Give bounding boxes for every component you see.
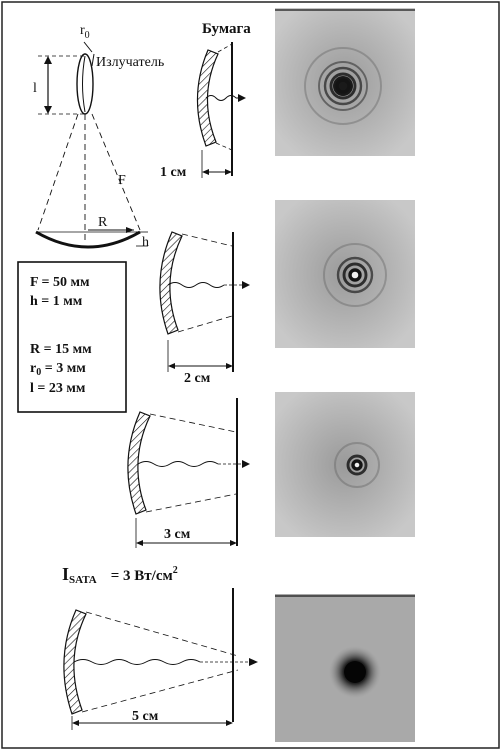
distance-label-4: 5 см: [132, 709, 159, 724]
setup-row-2: 2 см: [159, 231, 250, 386]
transducer-1: [196, 49, 219, 147]
interference-ring: [342, 262, 368, 288]
interference-ring: [323, 66, 363, 106]
arrow-3: [242, 460, 250, 468]
pattern-photos: [275, 8, 415, 742]
R-label: R: [98, 215, 108, 230]
param-R: R = 15 мм: [30, 342, 92, 357]
F-label: F: [118, 173, 126, 188]
transducer-geometry: r0 Излучатель l F R h: [33, 23, 164, 250]
distance-label-2: 2 см: [184, 371, 211, 386]
emitter-element: [76, 53, 94, 115]
interference-ring: [346, 454, 368, 476]
distance-label-3: 3 см: [164, 527, 191, 542]
param-l: l = 23 мм: [30, 381, 86, 396]
transducer-3: [127, 411, 151, 515]
wave-3: [137, 461, 219, 467]
interference-ring: [318, 61, 368, 111]
diffuse-ring: [304, 47, 382, 125]
pattern-photo-1: [275, 8, 415, 156]
h-label: h: [142, 235, 149, 250]
interference-ring: [351, 459, 363, 471]
param-F: F = 50 мм: [30, 275, 90, 290]
r0-label: r0: [80, 23, 90, 41]
wave-1: [205, 95, 237, 101]
setup-row-3: 3 см: [127, 398, 250, 548]
interference-ring: [329, 72, 357, 100]
interference-ring: [348, 268, 362, 282]
interference-ring: [335, 78, 351, 94]
wave-4: [73, 659, 201, 665]
pattern-photo-4: [275, 594, 415, 742]
distance-label-1: 1 см: [160, 165, 187, 180]
param-h: h = 1 мм: [30, 294, 83, 309]
diffuse-ring: [323, 243, 387, 307]
intensity-label: ISATA= 3 Вт/см2: [62, 564, 178, 586]
arrow-4: [249, 658, 258, 666]
transducer-2: [159, 231, 183, 335]
pattern-center: [354, 462, 360, 468]
paper-label: Бумага: [202, 21, 251, 37]
interference-ring: [336, 256, 374, 294]
pattern-center: [351, 271, 359, 279]
diffuse-ring: [334, 442, 380, 488]
param-r0: r0 = 3 мм: [30, 361, 86, 378]
wave-2: [167, 282, 225, 288]
setup-row-1: 1 см: [160, 42, 246, 180]
focal-spot: [344, 661, 366, 683]
pattern-photo-2: [275, 200, 415, 348]
setup-row-4: 5 см: [63, 588, 258, 730]
focusing-cap: [35, 230, 141, 249]
pattern-photo-3: [275, 392, 415, 537]
l-label: l: [33, 81, 37, 96]
emitter-label: Излучатель: [96, 55, 164, 70]
transducer-4: [63, 609, 87, 715]
parameter-box: F = 50 мм h = 1 мм R = 15 мм r0 = 3 мм l…: [17, 261, 127, 413]
